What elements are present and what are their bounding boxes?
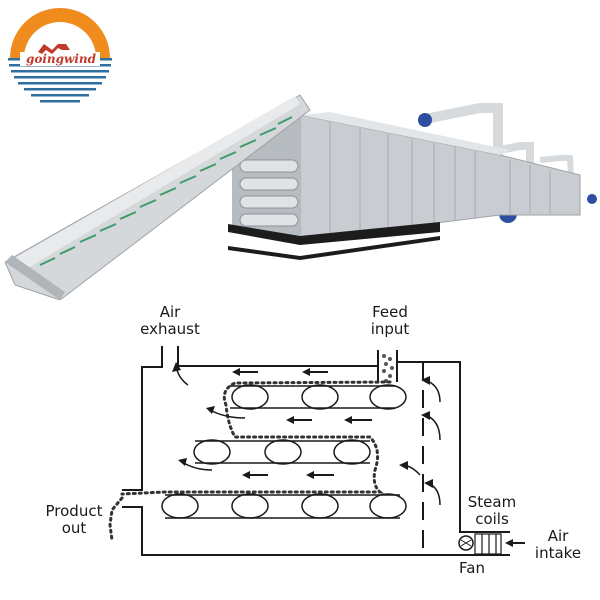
arrowheads — [172, 362, 433, 488]
product-out-label: Product out — [45, 502, 103, 537]
logo-text: goingwind — [25, 52, 97, 66]
fan-icon — [458, 535, 474, 551]
blower-fan-icon — [587, 194, 597, 204]
brand-logo: goingwind — [0, 0, 120, 120]
air-intake-label: Air intake — [534, 527, 582, 562]
direction-arrows — [238, 371, 372, 476]
steam-coils-icon — [474, 533, 502, 555]
fan-label: Fan — [459, 559, 485, 577]
feed-input-label: Feed input — [370, 303, 410, 338]
air-intake-arrow-icon — [505, 539, 513, 547]
steam-coils-label: Steam coils — [467, 493, 517, 528]
dryer-photo — [4, 94, 597, 300]
air-exhaust-label: Air exhaust — [140, 303, 200, 338]
blower-fan-icon — [418, 113, 432, 127]
product-flow — [108, 380, 392, 542]
conveyor-belts — [161, 384, 407, 519]
logo-graphic — [8, 8, 112, 103]
